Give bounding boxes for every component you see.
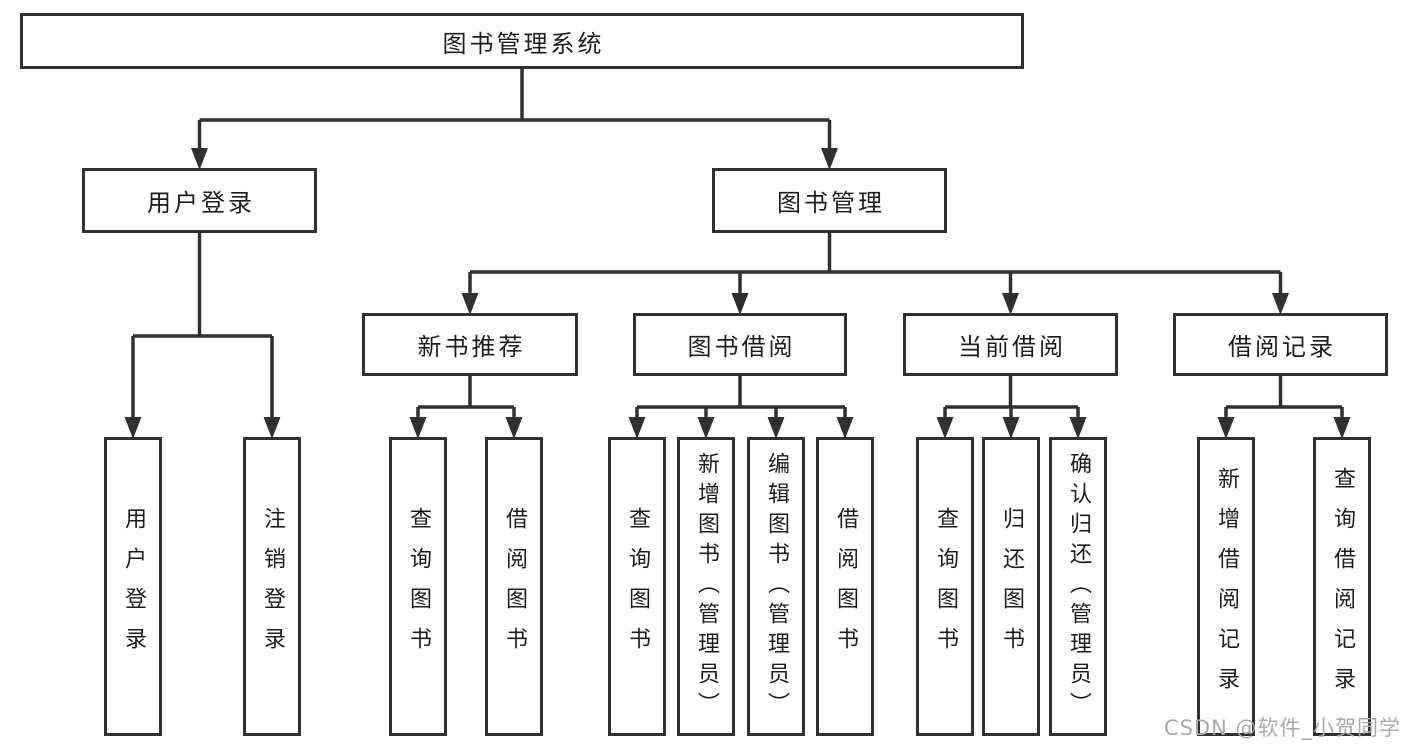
node-leaf-logout: 注销登录: [243, 437, 301, 736]
node-label: 注销登录: [260, 506, 285, 667]
node-label: 查询图书: [933, 506, 958, 667]
node-leaf-borrow-book-b: 借阅图书: [816, 437, 874, 736]
node-label: 借阅图书: [502, 506, 527, 667]
node-label: 查询图书: [406, 506, 431, 667]
node-user-login: 用户登录: [82, 168, 317, 233]
node-book-borrowing: 图书借阅: [633, 313, 847, 376]
node-leaf-query-book-b: 查询图书: [608, 437, 666, 736]
node-current-borrowing: 当前借阅: [903, 313, 1118, 376]
node-leaf-add-borrow-record: 新增借阅记录: [1197, 437, 1255, 736]
node-new-book-recommend: 新书推荐: [362, 313, 578, 376]
node-root: 图书管理系统: [20, 13, 1024, 69]
node-label: 当前借阅: [958, 333, 1066, 361]
node-leaf-confirm-return: 确认归还（管理员）: [1049, 437, 1107, 736]
node-leaf-edit-book: 编辑图书（管理员）: [747, 437, 805, 736]
node-label: 查询图书: [625, 506, 650, 667]
node-borrowing-records: 借阅记录: [1173, 313, 1388, 376]
node-label: 查询借阅记录: [1330, 466, 1355, 707]
node-leaf-query-borrow-record: 查询借阅记录: [1313, 437, 1371, 736]
node-label: 借阅图书: [833, 506, 858, 667]
node-leaf-borrow-book-a: 借阅图书: [485, 437, 543, 736]
node-label: 图书管理系统: [442, 29, 605, 58]
node-label: 新增图书（管理员）: [694, 451, 719, 722]
node-label: 确认归还（管理员）: [1066, 451, 1091, 722]
node-label: 编辑图书（管理员）: [764, 451, 789, 722]
node-leaf-query-book-a: 查询图书: [389, 437, 447, 736]
node-leaf-user-login: 用户登录: [104, 437, 162, 736]
node-label: 借阅记录: [1228, 333, 1336, 361]
node-leaf-query-book-c: 查询图书: [916, 437, 974, 736]
node-label: 用户登录: [121, 506, 146, 667]
node-book-management: 图书管理: [712, 168, 947, 233]
watermark: CSDN @软件_小贺同学: [1163, 716, 1401, 740]
node-label: 用户登录: [147, 189, 255, 217]
node-label: 归还图书: [999, 506, 1024, 667]
node-label: 图书借阅: [687, 333, 796, 361]
node-label: 图书管理: [777, 189, 885, 217]
node-leaf-add-book: 新增图书（管理员）: [677, 437, 735, 736]
node-label: 新增借阅记录: [1214, 466, 1239, 707]
node-leaf-return-book: 归还图书: [982, 437, 1040, 736]
node-label: 新书推荐: [417, 333, 526, 361]
